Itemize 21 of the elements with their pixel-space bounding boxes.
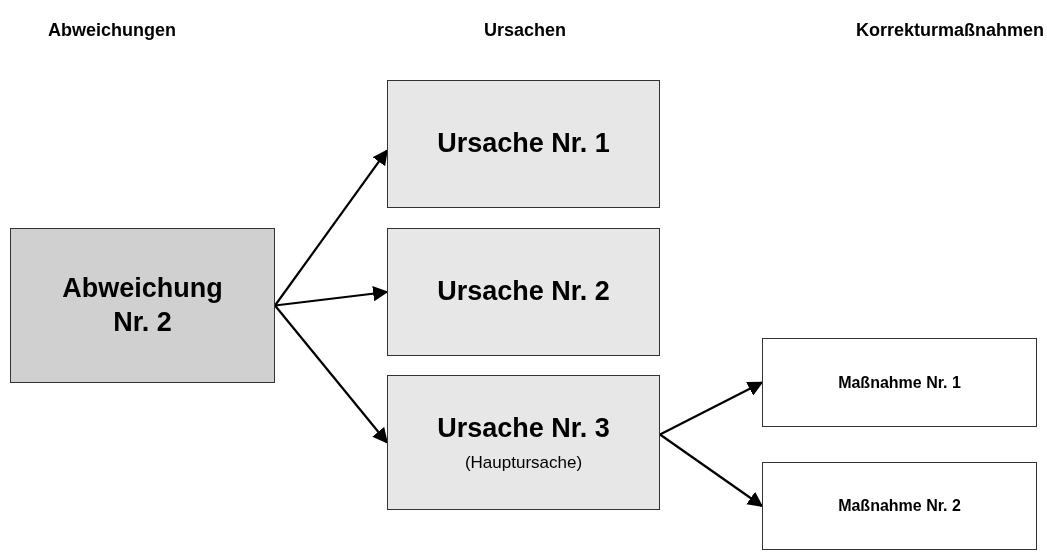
column-heading: Korrekturmaßnahmen — [856, 20, 1044, 41]
arrow — [659, 433, 764, 507]
node-title: Ursache Nr. 1 — [437, 127, 610, 161]
arrow — [274, 149, 388, 307]
node-title: Maßnahme Nr. 2 — [838, 496, 961, 516]
column-heading: Abweichungen — [48, 20, 176, 41]
cause-box — [387, 375, 660, 510]
cause-box — [387, 228, 660, 356]
measure-box — [762, 338, 1037, 427]
arrow — [659, 381, 764, 436]
deviation-box — [10, 228, 275, 383]
node-title: Ursache Nr. 3 — [437, 412, 610, 445]
arrow — [274, 286, 389, 307]
measure-box — [762, 462, 1037, 550]
node-title: Maßnahme Nr. 1 — [838, 372, 961, 393]
column-heading: Ursachen — [484, 20, 566, 41]
arrow — [274, 304, 388, 444]
node-note: (Hauptursache) — [464, 451, 583, 473]
node-title: Abweichung Nr. 2 — [61, 271, 224, 339]
cause-box — [387, 80, 660, 208]
node-title: Ursache Nr. 2 — [437, 275, 610, 309]
